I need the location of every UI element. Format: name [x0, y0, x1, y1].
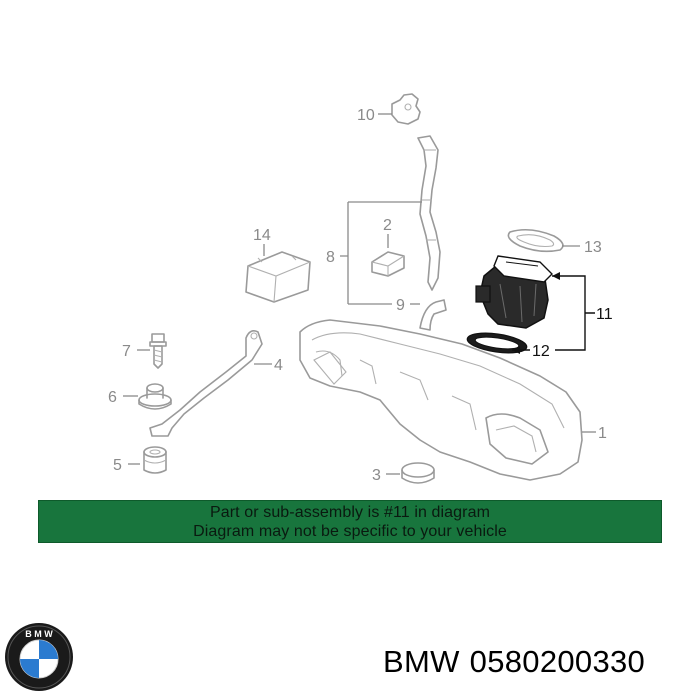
part-number: 0580200330 [469, 644, 646, 679]
callout-12: 12 [532, 343, 550, 360]
arrow-11 [552, 272, 560, 280]
callout-14: 14 [253, 227, 271, 244]
bmw-roundel-icon: B M W [5, 623, 73, 691]
bracket-8 [340, 201, 422, 305]
part-5-bushing [143, 446, 167, 474]
callout-7: 7 [122, 343, 131, 360]
part-7-bolt [149, 333, 167, 369]
part-11-fuel-pump-assembly [475, 255, 553, 329]
callout-3: 3 [372, 467, 381, 484]
bracket-11 [552, 275, 595, 351]
disclaimer-banner: Part or sub-assembly is #11 in diagram D… [38, 500, 662, 543]
svg-text:B M W: B M W [25, 629, 53, 639]
product-title: BMW 0580200330 [383, 644, 645, 680]
callout-1: 1 [598, 425, 607, 442]
callout-9: 9 [396, 297, 405, 314]
part-14-control-module [245, 251, 311, 303]
part-filler-neck [417, 135, 441, 291]
callout-5: 5 [113, 457, 122, 474]
part-10-filler-cap [391, 93, 421, 125]
callout-2: 2 [383, 217, 392, 234]
part-3-cover-plug [401, 462, 435, 484]
arrow-12 [512, 346, 520, 354]
callout-11: 11 [596, 306, 613, 323]
callout-10: 10 [357, 107, 375, 124]
callout-13: 13 [584, 239, 602, 256]
brand-name: BMW [383, 644, 460, 679]
part-13-gasket [507, 228, 564, 253]
part-12-seal-ring [466, 332, 528, 354]
callout-4: 4 [274, 357, 283, 374]
part-6-grommet [138, 383, 172, 410]
part-9-hose [419, 299, 447, 331]
part-2-pad [371, 251, 405, 277]
banner-line-2: Diagram may not be specific to your vehi… [193, 522, 507, 540]
part-4-tank-strap [149, 330, 263, 437]
parts-diagram: 10 8 2 9 14 13 [108, 93, 613, 484]
part-1-fuel-tank [299, 319, 583, 481]
banner-line-1: Part or sub-assembly is #11 in diagram [209, 503, 491, 521]
callout-6: 6 [108, 389, 117, 406]
callout-8: 8 [326, 249, 335, 266]
